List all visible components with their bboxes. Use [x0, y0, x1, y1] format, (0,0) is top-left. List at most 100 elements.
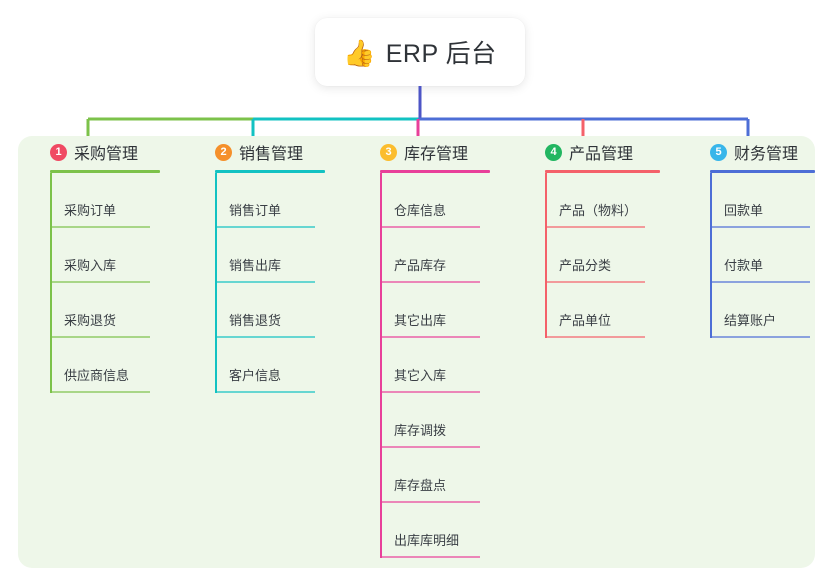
category-items: 仓库信息产品库存其它出库其它入库库存调拨库存盘点出库库明细: [366, 173, 490, 558]
menu-item-label: 客户信息: [229, 368, 282, 383]
menu-item[interactable]: 结算账户: [696, 283, 815, 338]
category-items: 产品（物料） 产品分类产品单位: [531, 173, 660, 338]
category-underline: [50, 170, 160, 173]
menu-item-underline: [380, 501, 480, 503]
menu-item-underline: [380, 556, 480, 558]
category-badge: 4: [545, 143, 562, 161]
menu-item[interactable]: 采购入库: [36, 228, 160, 283]
category-column-4: 4 产品管理产品（物料） 产品分类产品单位: [531, 140, 660, 338]
menu-item-underline: [50, 226, 150, 228]
category-column-3: 3 库存管理仓库信息产品库存其它出库其它入库库存调拨库存盘点出库库明细: [366, 140, 490, 558]
menu-item-underline: [380, 391, 480, 393]
menu-item-underline: [215, 226, 315, 228]
menu-item[interactable]: 库存盘点: [366, 448, 490, 503]
menu-item-label: 回款单: [724, 203, 764, 218]
menu-item-label: 产品单位: [559, 313, 612, 328]
menu-item-label: 库存盘点: [394, 478, 447, 493]
menu-item[interactable]: 库存调拨: [366, 393, 490, 448]
diagram-panel: [18, 136, 815, 568]
menu-item[interactable]: 销售订单: [201, 173, 325, 228]
category-items: 销售订单销售出库销售退货客户信息: [201, 173, 325, 393]
menu-item-underline: [215, 391, 315, 393]
menu-item-label: 销售订单: [229, 203, 282, 218]
category-badge: 5: [710, 143, 727, 161]
category-header-2[interactable]: 2 销售管理: [201, 140, 325, 164]
menu-item-label: 产品库存: [394, 258, 447, 273]
menu-item[interactable]: 仓库信息: [366, 173, 490, 228]
category-items: 采购订单采购入库采购退货供应商信息: [36, 173, 160, 393]
menu-item[interactable]: 出库库明细: [366, 503, 490, 558]
menu-item-label: 出库库明细: [394, 533, 460, 548]
category-underline: [710, 170, 815, 173]
menu-item[interactable]: 销售出库: [201, 228, 325, 283]
root-title: ERP 后台: [385, 40, 497, 68]
category-badge: 3: [380, 143, 397, 161]
category-header-5[interactable]: 5 财务管理: [696, 140, 815, 164]
thumbs-up-icon: 👍: [343, 38, 376, 68]
category-title: 产品管理: [569, 146, 634, 163]
menu-item-label: 采购入库: [64, 258, 117, 273]
menu-item-underline: [380, 446, 480, 448]
menu-item-underline: [215, 336, 315, 338]
menu-item-label: 销售出库: [229, 258, 282, 273]
category-underline: [215, 170, 325, 173]
menu-item-underline: [545, 226, 645, 228]
menu-item-underline: [710, 336, 810, 338]
menu-item[interactable]: 客户信息: [201, 338, 325, 393]
menu-item[interactable]: 付款单: [696, 228, 815, 283]
menu-item-label: 仓库信息: [394, 203, 447, 218]
category-header-4[interactable]: 4 产品管理: [531, 140, 660, 164]
items-spine: [215, 173, 217, 393]
menu-item[interactable]: 产品（物料）: [531, 173, 660, 228]
menu-item-label: 采购订单: [64, 203, 117, 218]
menu-item-label: 结算账户: [724, 313, 777, 328]
category-underline: [545, 170, 660, 173]
category-title: 销售管理: [239, 146, 304, 163]
menu-item[interactable]: 其它入库: [366, 338, 490, 393]
category-title: 库存管理: [404, 146, 469, 163]
menu-item-underline: [545, 336, 645, 338]
menu-item-underline: [380, 226, 480, 228]
menu-item[interactable]: 销售退货: [201, 283, 325, 338]
items-spine: [545, 173, 547, 338]
menu-item-label: 供应商信息: [64, 368, 130, 383]
category-badge: 2: [215, 143, 232, 161]
menu-item[interactable]: 其它出库: [366, 283, 490, 338]
menu-item-underline: [50, 391, 150, 393]
menu-item-label: 销售退货: [229, 313, 282, 328]
items-spine: [710, 173, 712, 338]
menu-item[interactable]: 采购订单: [36, 173, 160, 228]
menu-item-underline: [545, 281, 645, 283]
menu-item-underline: [50, 281, 150, 283]
menu-item[interactable]: 产品分类: [531, 228, 660, 283]
menu-item[interactable]: 供应商信息: [36, 338, 160, 393]
menu-item-label: 付款单: [724, 258, 764, 273]
menu-item-underline: [710, 226, 810, 228]
menu-item[interactable]: 采购退货: [36, 283, 160, 338]
menu-item-underline: [215, 281, 315, 283]
category-underline: [380, 170, 490, 173]
root-node[interactable]: 👍 ERP 后台: [315, 18, 525, 86]
menu-item-label: 产品（物料）: [559, 203, 638, 218]
menu-item-underline: [710, 281, 810, 283]
menu-item-underline: [380, 281, 480, 283]
menu-item-label: 采购退货: [64, 313, 117, 328]
items-spine: [380, 173, 382, 558]
menu-item-label: 库存调拨: [394, 423, 447, 438]
menu-item[interactable]: 产品单位: [531, 283, 660, 338]
menu-item-label: 其它入库: [394, 368, 447, 383]
menu-item-underline: [50, 336, 150, 338]
category-badge: 1: [50, 143, 67, 161]
category-items: 回款单付款单结算账户: [696, 173, 815, 338]
menu-item[interactable]: 产品库存: [366, 228, 490, 283]
category-column-2: 2 销售管理销售订单销售出库销售退货客户信息: [201, 140, 325, 393]
menu-item[interactable]: 回款单: [696, 173, 815, 228]
menu-item-label: 其它出库: [394, 313, 447, 328]
menu-item-label: 产品分类: [559, 258, 612, 273]
category-column-5: 5 财务管理回款单付款单结算账户: [696, 140, 815, 338]
items-spine: [50, 173, 52, 393]
category-title: 财务管理: [734, 146, 799, 163]
category-header-3[interactable]: 3 库存管理: [366, 140, 490, 164]
